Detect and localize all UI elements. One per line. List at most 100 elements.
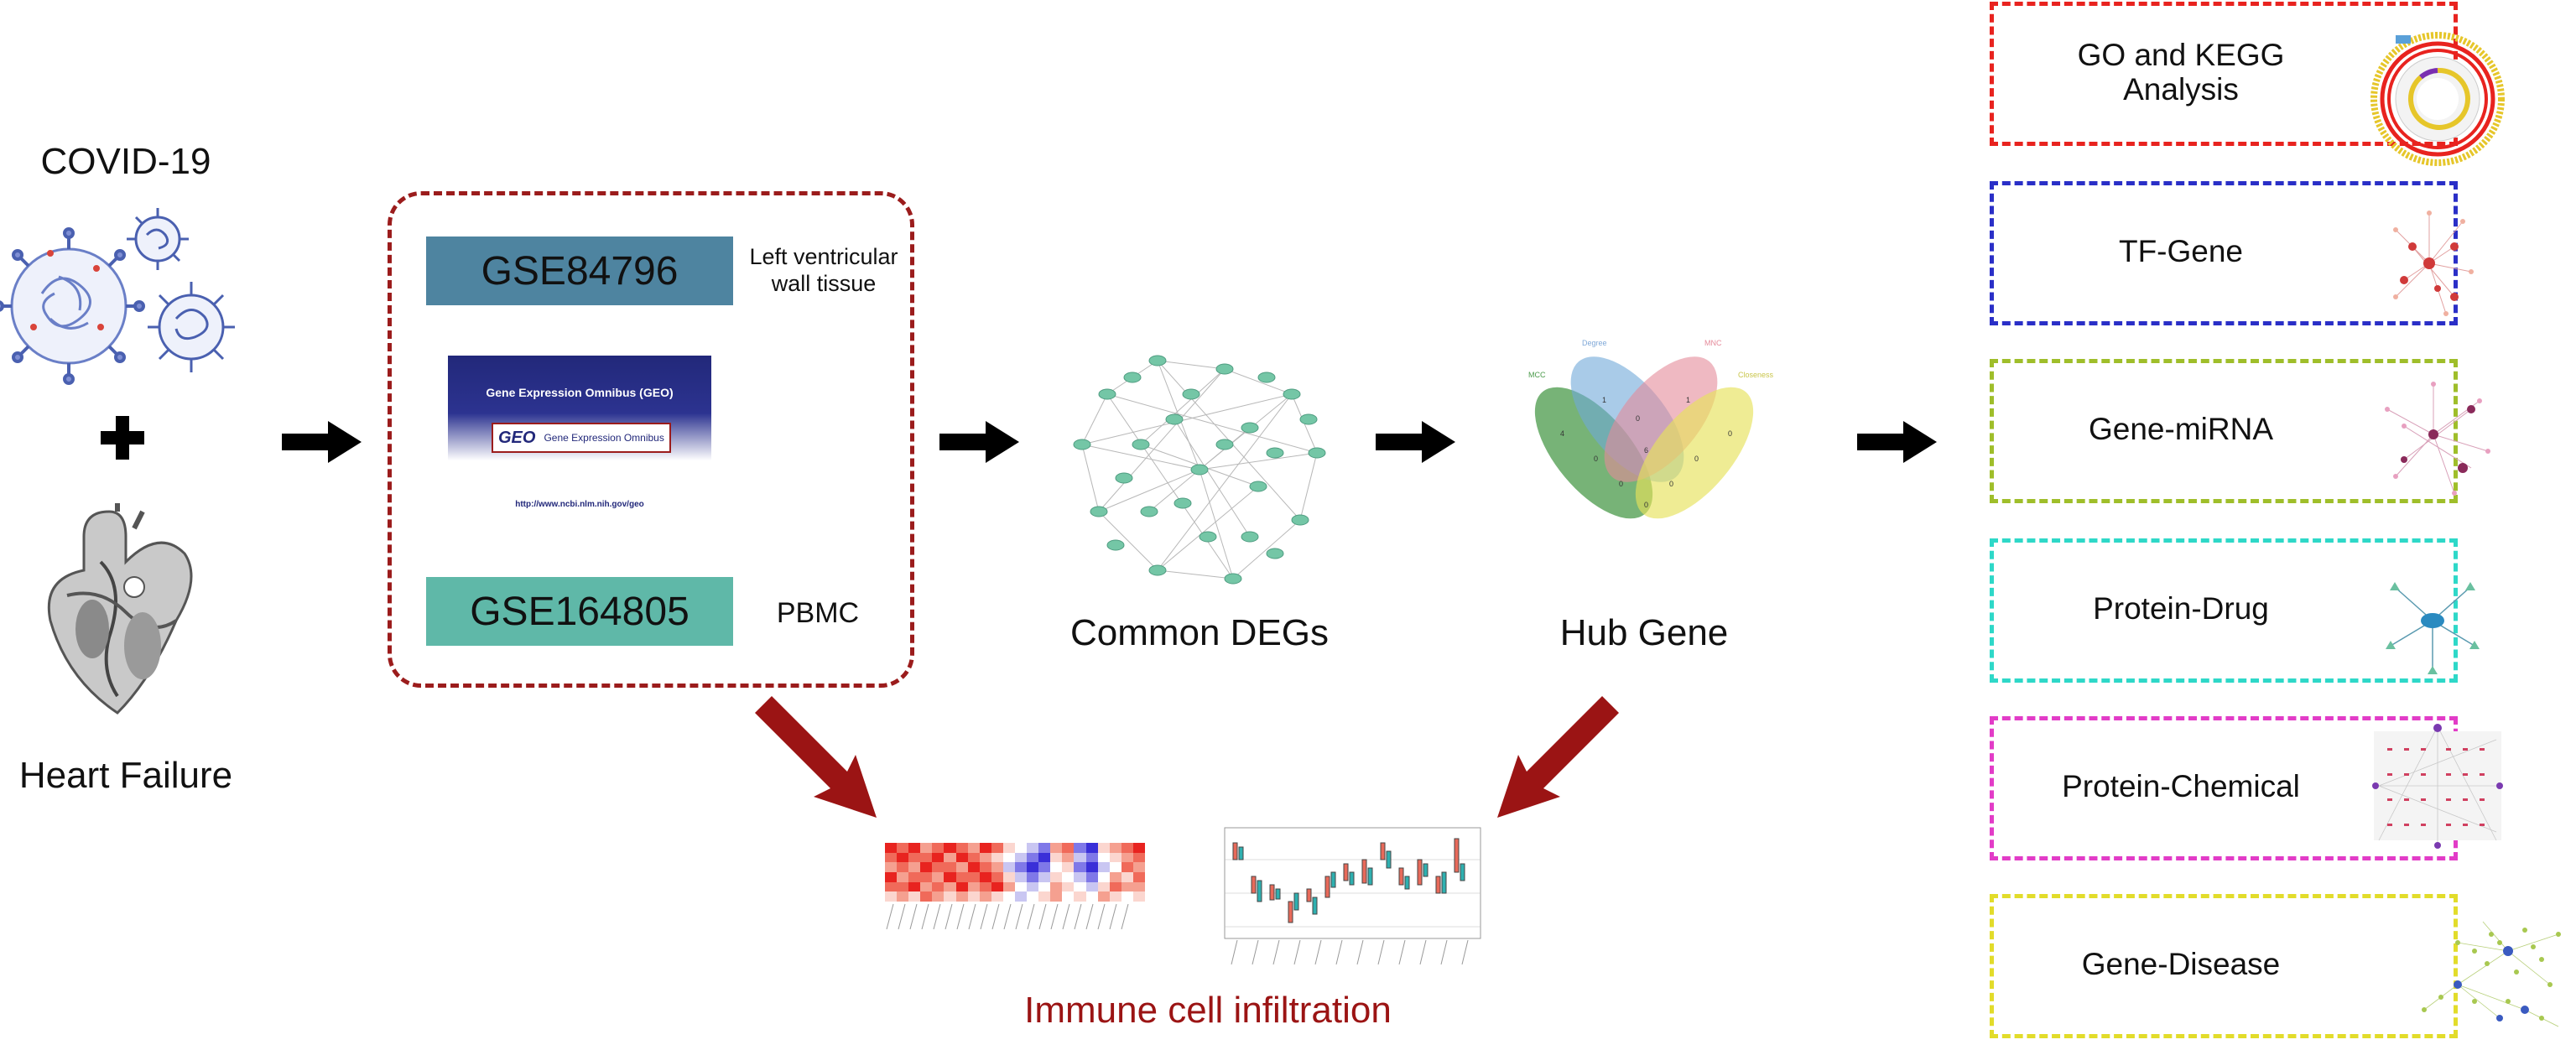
- heatmap-cell: [967, 862, 980, 872]
- heatmap-cell: [1038, 872, 1051, 882]
- heatmap-cell: [979, 862, 991, 872]
- heatmap-cell: [955, 843, 968, 853]
- venn-label-degree: Degree: [1582, 339, 1607, 347]
- heatmap-cell: [920, 862, 933, 872]
- heatmap-cell: [897, 891, 909, 902]
- heatmap-cell: [885, 891, 898, 902]
- heatmap-cell: [1038, 852, 1051, 863]
- immune-boxplot: [1224, 827, 1481, 965]
- heatmap-cell: [1062, 852, 1075, 863]
- heatmap-cell: [1085, 872, 1098, 882]
- analysis-panel-3: [1990, 538, 2458, 683]
- heatmap-cell: [908, 852, 921, 863]
- heatmap-cell: [967, 872, 980, 882]
- heatmap-cell: [1014, 852, 1028, 863]
- heatmap-cell: [1027, 843, 1039, 853]
- gse84796-box: GSE84796: [426, 237, 733, 305]
- heatmap-cell: [932, 872, 945, 882]
- heatmap-cell: [1062, 881, 1075, 892]
- heatmap-cell: [1002, 891, 1015, 902]
- heatmap-cell: [1038, 862, 1051, 872]
- heatmap-cell: [1027, 852, 1039, 863]
- heatmap-cell: [1074, 843, 1086, 853]
- heatmap-cell: [1014, 872, 1028, 882]
- heatmap-cell: [1002, 862, 1015, 872]
- venn-label-mcc: MCC: [1528, 371, 1546, 379]
- heatmap-cell: [1050, 862, 1063, 872]
- heatmap-cell: [908, 862, 921, 872]
- heatmap-cell: [955, 881, 968, 892]
- heatmap-cell: [1097, 852, 1110, 863]
- analysis-panel-label-line1: Protein-Drug: [2093, 591, 2269, 626]
- heatmap-cell: [885, 862, 898, 872]
- heatmap-cell: [932, 881, 945, 892]
- heatmap-cell: [1050, 872, 1063, 882]
- heatmap-cell: [1074, 881, 1086, 892]
- heatmap-cell: [991, 843, 1003, 853]
- heatmap-cell: [955, 872, 968, 882]
- analysis-panel-1: [1990, 181, 2458, 325]
- heatmap-cell: [944, 891, 956, 902]
- analysis-panel-label-line1: Protein-Chemical: [2062, 769, 2300, 803]
- heatmap-cell: [1085, 881, 1098, 892]
- heatmap-cell: [932, 852, 945, 863]
- heatmap-cell: [1132, 891, 1145, 902]
- heatmap-cell: [1002, 843, 1015, 853]
- analysis-panel-label-2: Gene-miRNA: [2005, 412, 2357, 447]
- heatmap-cell: [967, 891, 980, 902]
- analysis-panel-label-line1: GO and KEGG: [2077, 38, 2285, 72]
- heatmap-cell: [1062, 872, 1075, 882]
- heatmap-cell: [1085, 862, 1098, 872]
- gse84796-desc-line2: wall tissue: [771, 271, 877, 297]
- geo-logo-subtitle: Gene Expression Omnibus: [544, 432, 664, 444]
- svg-text:4: 4: [1560, 429, 1564, 438]
- heatmap-cell: [1121, 891, 1133, 902]
- heart-icon: [47, 503, 193, 715]
- heatmap-cell: [1050, 891, 1063, 902]
- heatmap-cell: [897, 881, 909, 892]
- heatmap-cell: [1121, 843, 1133, 853]
- common-degs-label: Common DEGs: [1069, 612, 1330, 653]
- heatmap-xtick-labels: [886, 903, 1129, 930]
- heatmap-cell: [932, 891, 945, 902]
- protein-drug-network: [2386, 582, 2480, 674]
- svg-text:0: 0: [1594, 455, 1598, 463]
- heatmap-cell: [1038, 881, 1051, 892]
- arrow-diagonal-icon: [1497, 696, 1619, 818]
- heatmap-cell: [979, 852, 991, 863]
- heatmap-cell: [944, 881, 956, 892]
- heatmap-cell: [897, 843, 909, 853]
- svg-text:1: 1: [1602, 396, 1606, 404]
- venn-label-mnc: MNC: [1704, 339, 1722, 347]
- gse164805-description: PBMC: [776, 597, 860, 629]
- heatmap-cell: [944, 862, 956, 872]
- svg-text:0: 0: [1694, 455, 1699, 463]
- analysis-panel-2: [1990, 359, 2458, 503]
- heatmap-cell: [1109, 891, 1121, 902]
- heatmap-cell: [1074, 862, 1086, 872]
- virus-icon: [0, 208, 235, 385]
- heatmap-cell: [1085, 843, 1098, 853]
- geo-url: http://www.ncbi.nlm.nih.gov/geo: [515, 500, 644, 509]
- heatmap-cell: [944, 852, 956, 863]
- immune-heatmap: [885, 843, 1145, 902]
- heatmap-cell: [932, 862, 945, 872]
- heatmap-cell: [885, 852, 898, 863]
- heatmap-cell: [979, 881, 991, 892]
- heatmap-cell: [1002, 852, 1015, 863]
- heatmap-cell: [1050, 881, 1063, 892]
- heatmap-cell: [967, 852, 980, 863]
- heatmap-cell: [979, 891, 991, 902]
- arrow-right-icon: [1857, 421, 1937, 463]
- heatmap-cell: [1085, 852, 1098, 863]
- geo-title: Gene Expression Omnibus (GEO): [486, 386, 674, 399]
- analysis-panel-label-line1: TF-Gene: [2118, 234, 2244, 268]
- heatmap-cell: [1109, 852, 1121, 863]
- analysis-panel-label-4: Protein-Chemical: [2005, 769, 2357, 804]
- heatmap-cell: [1109, 881, 1121, 892]
- heatmap-cell: [991, 862, 1003, 872]
- heatmap-cell: [955, 852, 968, 863]
- heatmap-cell: [991, 872, 1003, 882]
